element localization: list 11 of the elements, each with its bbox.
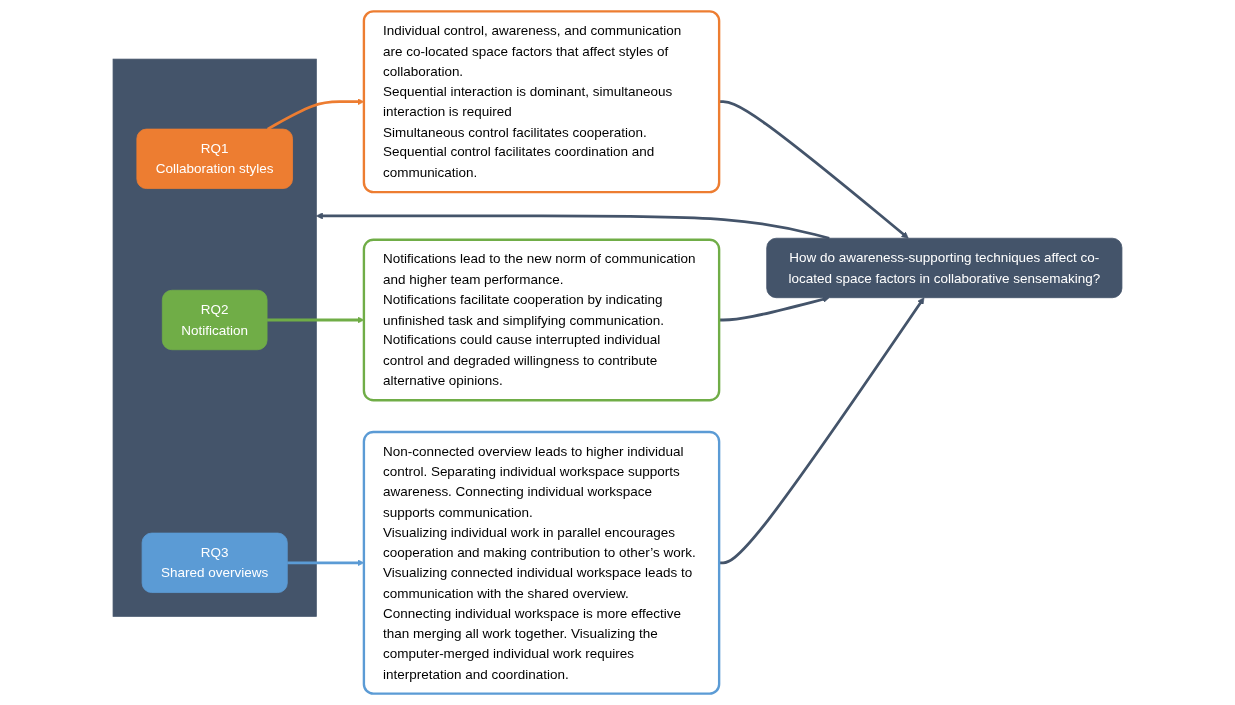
node-box: Individual control, awareness, and communication are co-located space factors that affect styles of collaboration. Sequential interaction is dominant, simultaneous interaction is required Simultaneous control facilitates cooperation. Sequential control facilitates coordination and communication. bbox=[362, 10, 721, 194]
node-box: How do awareness-supporting techniques affect co-located space factors in collaborative sensemaking? bbox=[766, 237, 1123, 299]
node-box: RQ2 Notification bbox=[161, 289, 268, 351]
arrow bbox=[719, 297, 925, 565]
arrow bbox=[719, 100, 909, 239]
node-box: Notifications lead to the new norm of communication and higher team performance. Notifications facilitate cooperation by indicating unfinished task and simplifying communication. Notifications could cause interrupted individual control and degraded willingness to contribute alternative opinions. bbox=[362, 238, 721, 402]
node-box: RQ3 Shared overviews bbox=[141, 532, 288, 593]
arrow bbox=[316, 212, 830, 240]
cluster bbox=[112, 58, 317, 617]
node-box: RQ1 Collaboration styles bbox=[136, 128, 293, 189]
node-box: Non-connected overview leads to higher individual control. Separating individual workspace supports awareness. Connecting individual workspace supports communication. Visualizing individual work in parallel encourages cooperation and making contribution to other’s work. Visualizing connected individual workspace leads to communication with the shared overview. Connecting individual workspace is more effective than merging all work together. Visualizing the computer-merged individual work requires interpretation and coordination. bbox=[362, 430, 721, 695]
